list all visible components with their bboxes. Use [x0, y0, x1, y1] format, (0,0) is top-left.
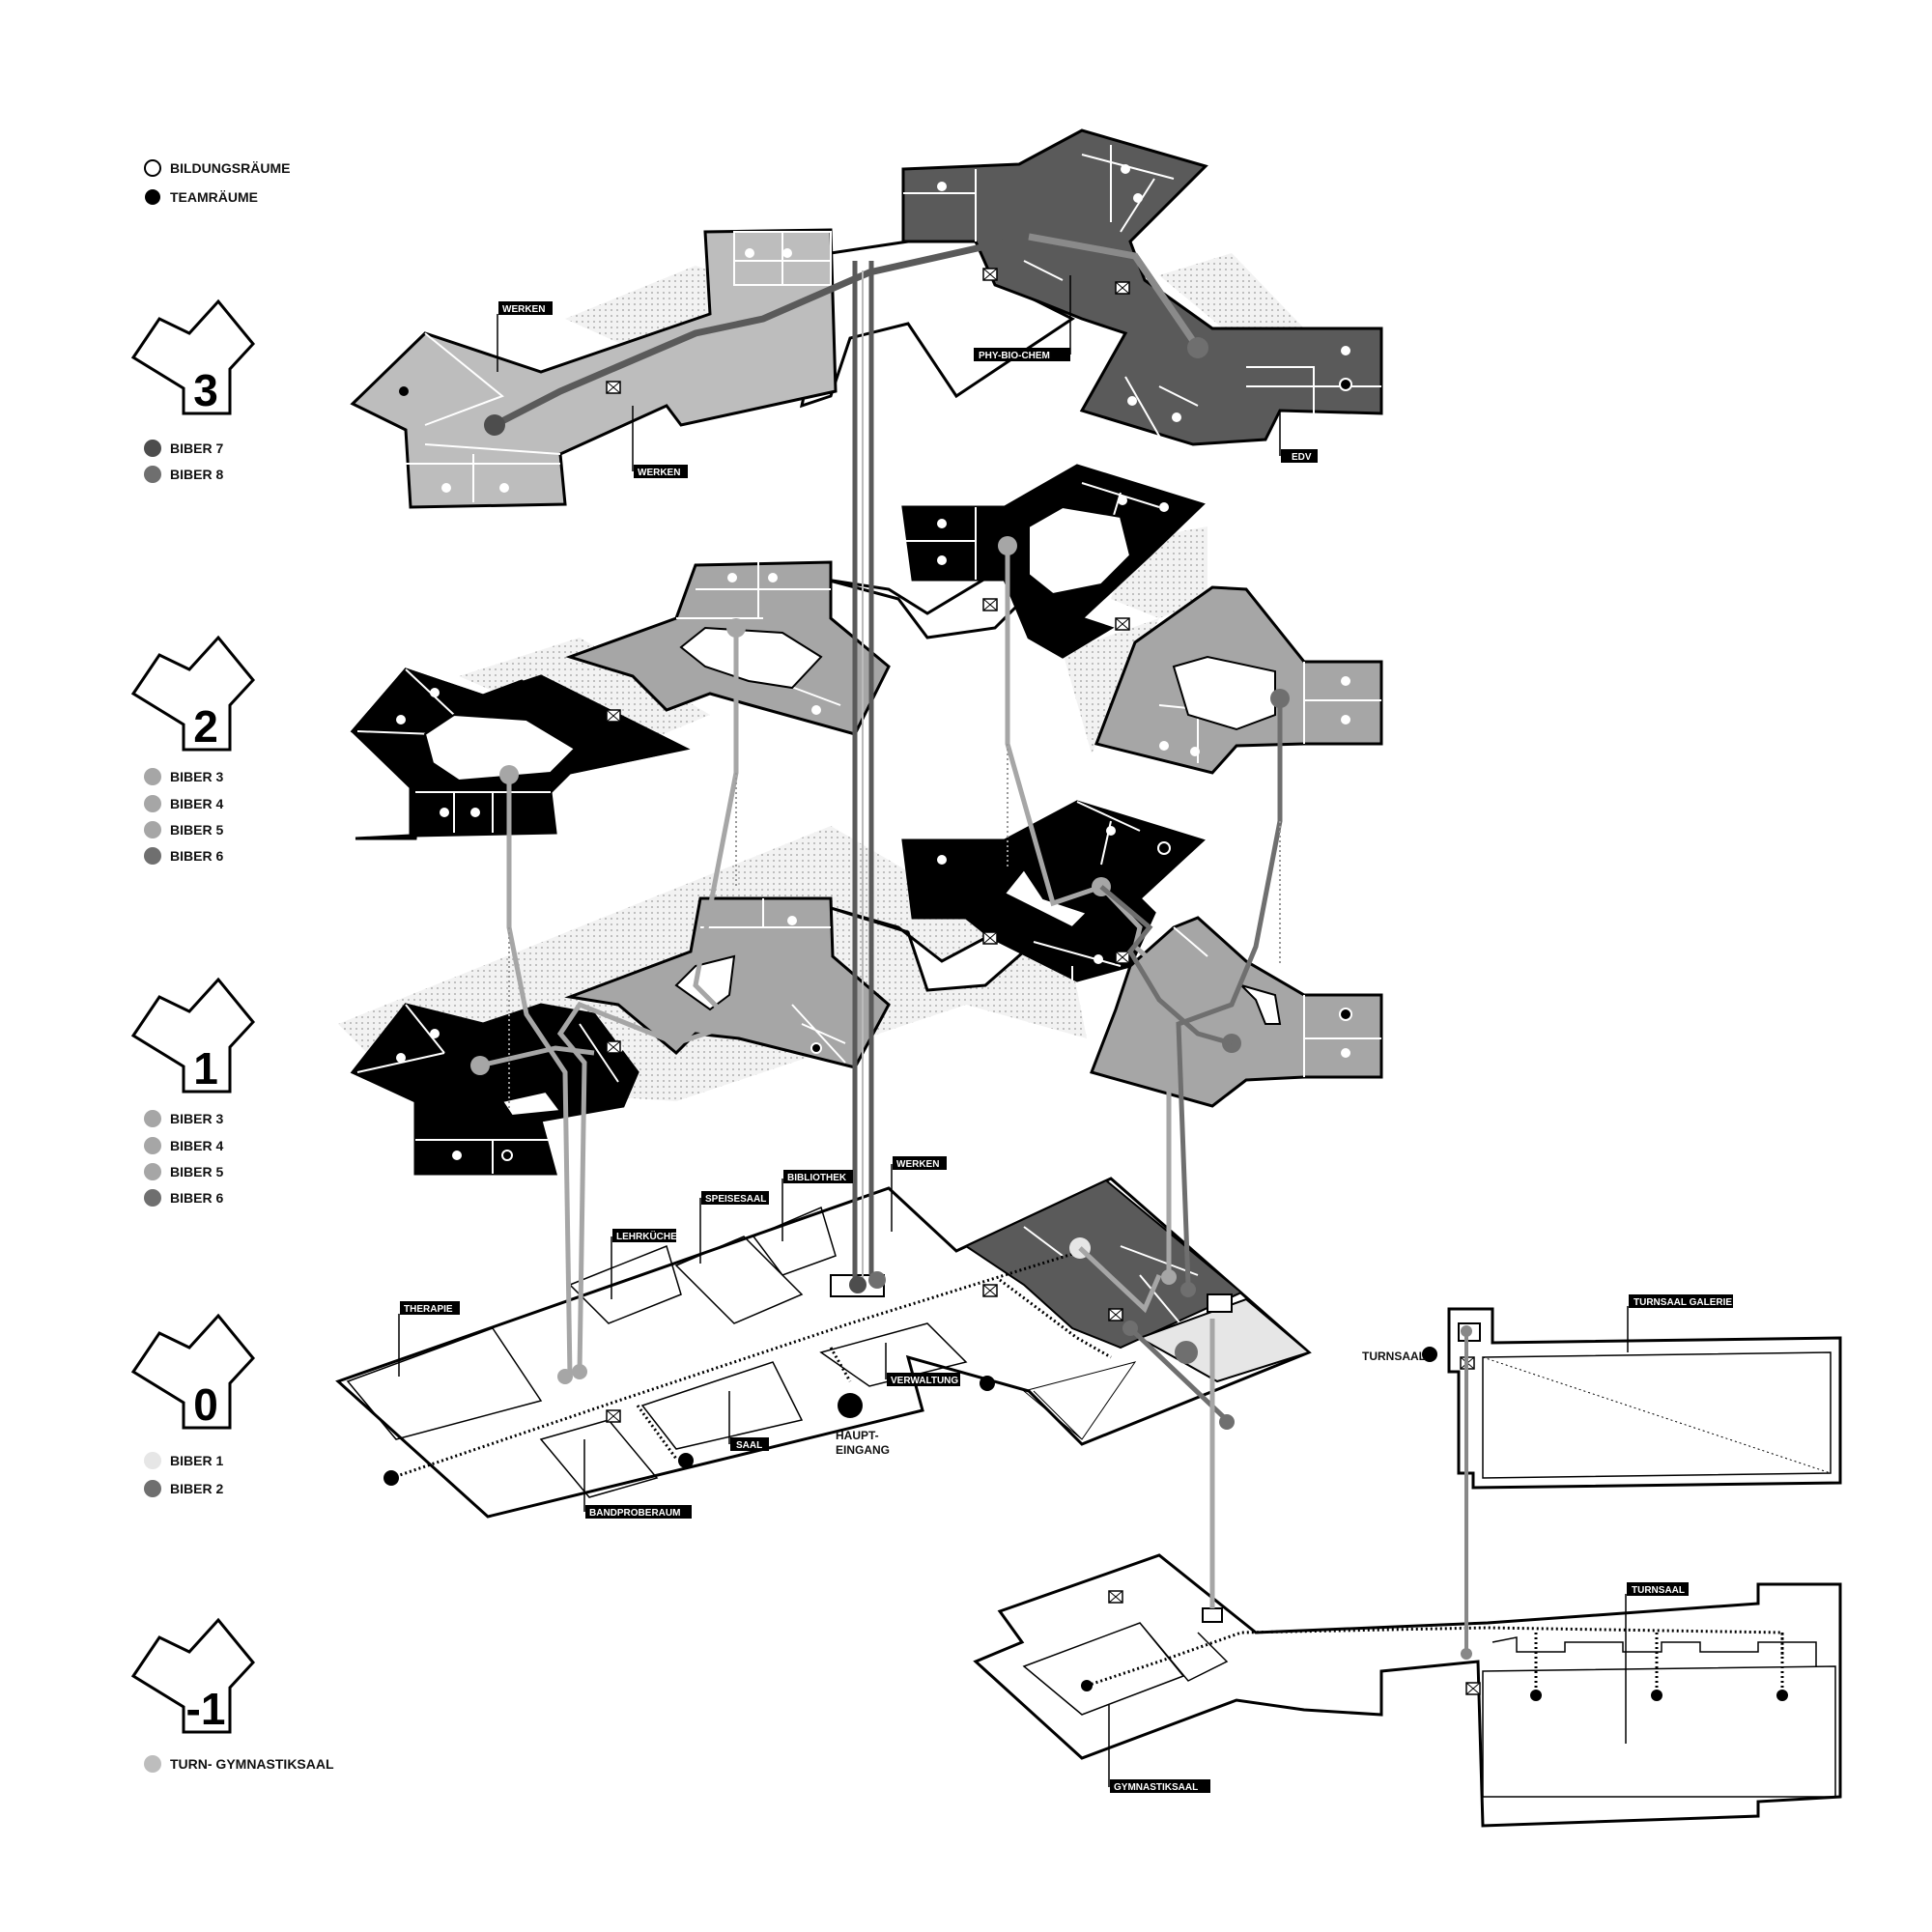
legend-label: BIBER 5 — [170, 1164, 223, 1179]
level-3-legend: 3 BIBER 7 BIBER 8 — [130, 298, 255, 483]
tag-saal: SAAL — [728, 1391, 769, 1451]
tag-label: EDV — [1292, 452, 1312, 463]
tag-turnsaal: TURNSAAL — [1625, 1582, 1689, 1744]
wing-biber-6-grey — [1090, 916, 1383, 1108]
plain-labels: TURNSAAL HAUPT- EINGANG — [836, 1350, 1426, 1457]
tag-label: VERWALTUNG — [891, 1376, 958, 1386]
tag-speisesaal: SPEISESAAL — [699, 1191, 769, 1264]
tag-label: PHY-BIO-CHEM — [979, 351, 1050, 361]
legend-top: BILDUNGSRÄUME TEAMRÄUME — [144, 159, 290, 205]
terrace-hatch — [1159, 253, 1309, 348]
level-3-plan — [350, 128, 1383, 509]
legend-label: BILDUNGSRÄUME — [170, 160, 290, 176]
legend-label: BIBER 6 — [170, 1190, 223, 1206]
tag-label: GYMNASTIKSAAL — [1114, 1782, 1198, 1793]
level-minus-1-legend: -1 TURN- GYMNASTIKSAAL — [130, 1617, 334, 1773]
tag-edv: EDV — [1279, 411, 1318, 463]
atrium-void — [679, 626, 823, 690]
level-icon — [130, 1617, 255, 1734]
basement-outline — [973, 1553, 1842, 1828]
tag-label: SAAL — [736, 1440, 762, 1451]
atrium-void — [1172, 655, 1276, 731]
legend-label: BIBER 3 — [170, 769, 223, 784]
level-icon — [130, 1313, 255, 1430]
tag-werken-3a: WERKEN — [497, 301, 553, 372]
level-number: 3 — [193, 365, 218, 415]
haupteingang-label-1: HAUPT- — [836, 1429, 879, 1442]
level-1-plan — [338, 800, 1383, 1176]
atrium-void — [674, 954, 736, 1011]
wing-biber-8 — [350, 228, 838, 509]
legend-label: BIBER 1 — [170, 1453, 223, 1468]
legend-label: TEAMRÄUME — [170, 189, 258, 205]
tag-verwaltung: VERWALTUNG — [885, 1343, 960, 1386]
tag-label: BIBLIOTHEK — [787, 1173, 847, 1183]
wing-biber-2 — [963, 1179, 1243, 1350]
tag-werken-0: WERKEN — [891, 1156, 947, 1232]
turnsaal-galerie-outline — [1447, 1307, 1842, 1490]
legend-label: BIBER 7 — [170, 440, 223, 456]
tag-label: WERKEN — [638, 468, 680, 478]
tag-therapie: THERAPIE — [398, 1301, 460, 1377]
tag-turnsaal-galerie: TURNSAAL GALERIE — [1627, 1294, 1733, 1352]
atrium-void — [1028, 505, 1132, 596]
legend-label: BIBER 6 — [170, 848, 223, 864]
level-number: -1 — [186, 1684, 226, 1734]
level-0-plan — [335, 1177, 1312, 1519]
haupteingang-label-2: EINGANG — [836, 1443, 890, 1457]
tag-phy-bio-chem: PHY-BIO-CHEM — [974, 275, 1071, 361]
level-2-plan — [350, 464, 1383, 840]
level-1-legend: 1 BIBER 3 BIBER 4 BIBER 5 BIBER 6 — [130, 977, 255, 1207]
legend-label: BIBER 3 — [170, 1111, 223, 1126]
legend-label: BIBER 2 — [170, 1481, 223, 1496]
atrium-void — [423, 713, 577, 782]
level-number: 2 — [193, 701, 218, 752]
level-minus-1-plan — [973, 1307, 1842, 1828]
level-icon — [130, 635, 255, 752]
atrium-void — [1003, 867, 1089, 929]
legend-label: BIBER 4 — [170, 1138, 223, 1153]
vertical-connections — [479, 261, 1472, 1654]
tag-gymnastiksaal: GYMNASTIKSAAL — [1108, 1705, 1210, 1793]
atrium-void — [1237, 982, 1282, 1025]
level-0-legend: 0 BIBER 1 BIBER 2 — [130, 1313, 255, 1497]
wing-biber-7 — [901, 128, 1383, 446]
turnsaal-label: TURNSAAL — [1362, 1350, 1426, 1363]
tag-label: LEHRKÜCHE — [616, 1230, 677, 1242]
tag-label: THERAPIE — [404, 1304, 453, 1315]
tag-label: TURNSAAL — [1632, 1585, 1685, 1596]
tag-label: WERKEN — [502, 304, 545, 315]
level-2-legend: 2 BIBER 3 BIBER 4 BIBER 5 BIBER 6 — [130, 635, 255, 865]
room-tags: WERKEN WERKEN PHY-BIO-CHEM EDV THERAPIE … — [398, 275, 1733, 1793]
legend-label: BIBER 8 — [170, 467, 223, 482]
atrium-void — [500, 1090, 562, 1118]
level-icon — [130, 977, 255, 1094]
terrace-hatch — [459, 638, 710, 749]
level-number: 0 — [193, 1379, 218, 1430]
tag-bandproberaum: BANDPROBERAUM — [583, 1439, 692, 1519]
legend-label: BIBER 4 — [170, 796, 223, 811]
legend-item-bildungsraeume: BILDUNGSRÄUME — [144, 159, 290, 177]
tag-label: SPEISESAAL — [705, 1194, 766, 1205]
tag-bibliothek: BIBLIOTHEK — [781, 1170, 853, 1241]
wing-biber-5-black — [350, 1003, 639, 1176]
legend-label: BIBER 5 — [170, 822, 223, 838]
level-number: 1 — [193, 1043, 218, 1094]
level-icon — [130, 298, 255, 415]
legend-item-teamraeume: TEAMRÄUME — [145, 189, 258, 205]
tag-label: BANDPROBERAUM — [589, 1508, 680, 1519]
tag-werken-3b: WERKEN — [632, 406, 688, 478]
tag-label: WERKEN — [896, 1159, 939, 1170]
tag-lehrkueche: LEHRKÜCHE — [611, 1229, 677, 1299]
legend-label: TURN- GYMNASTIKSAAL — [170, 1756, 334, 1772]
tag-label: TURNSAAL GALERIE — [1634, 1297, 1732, 1308]
